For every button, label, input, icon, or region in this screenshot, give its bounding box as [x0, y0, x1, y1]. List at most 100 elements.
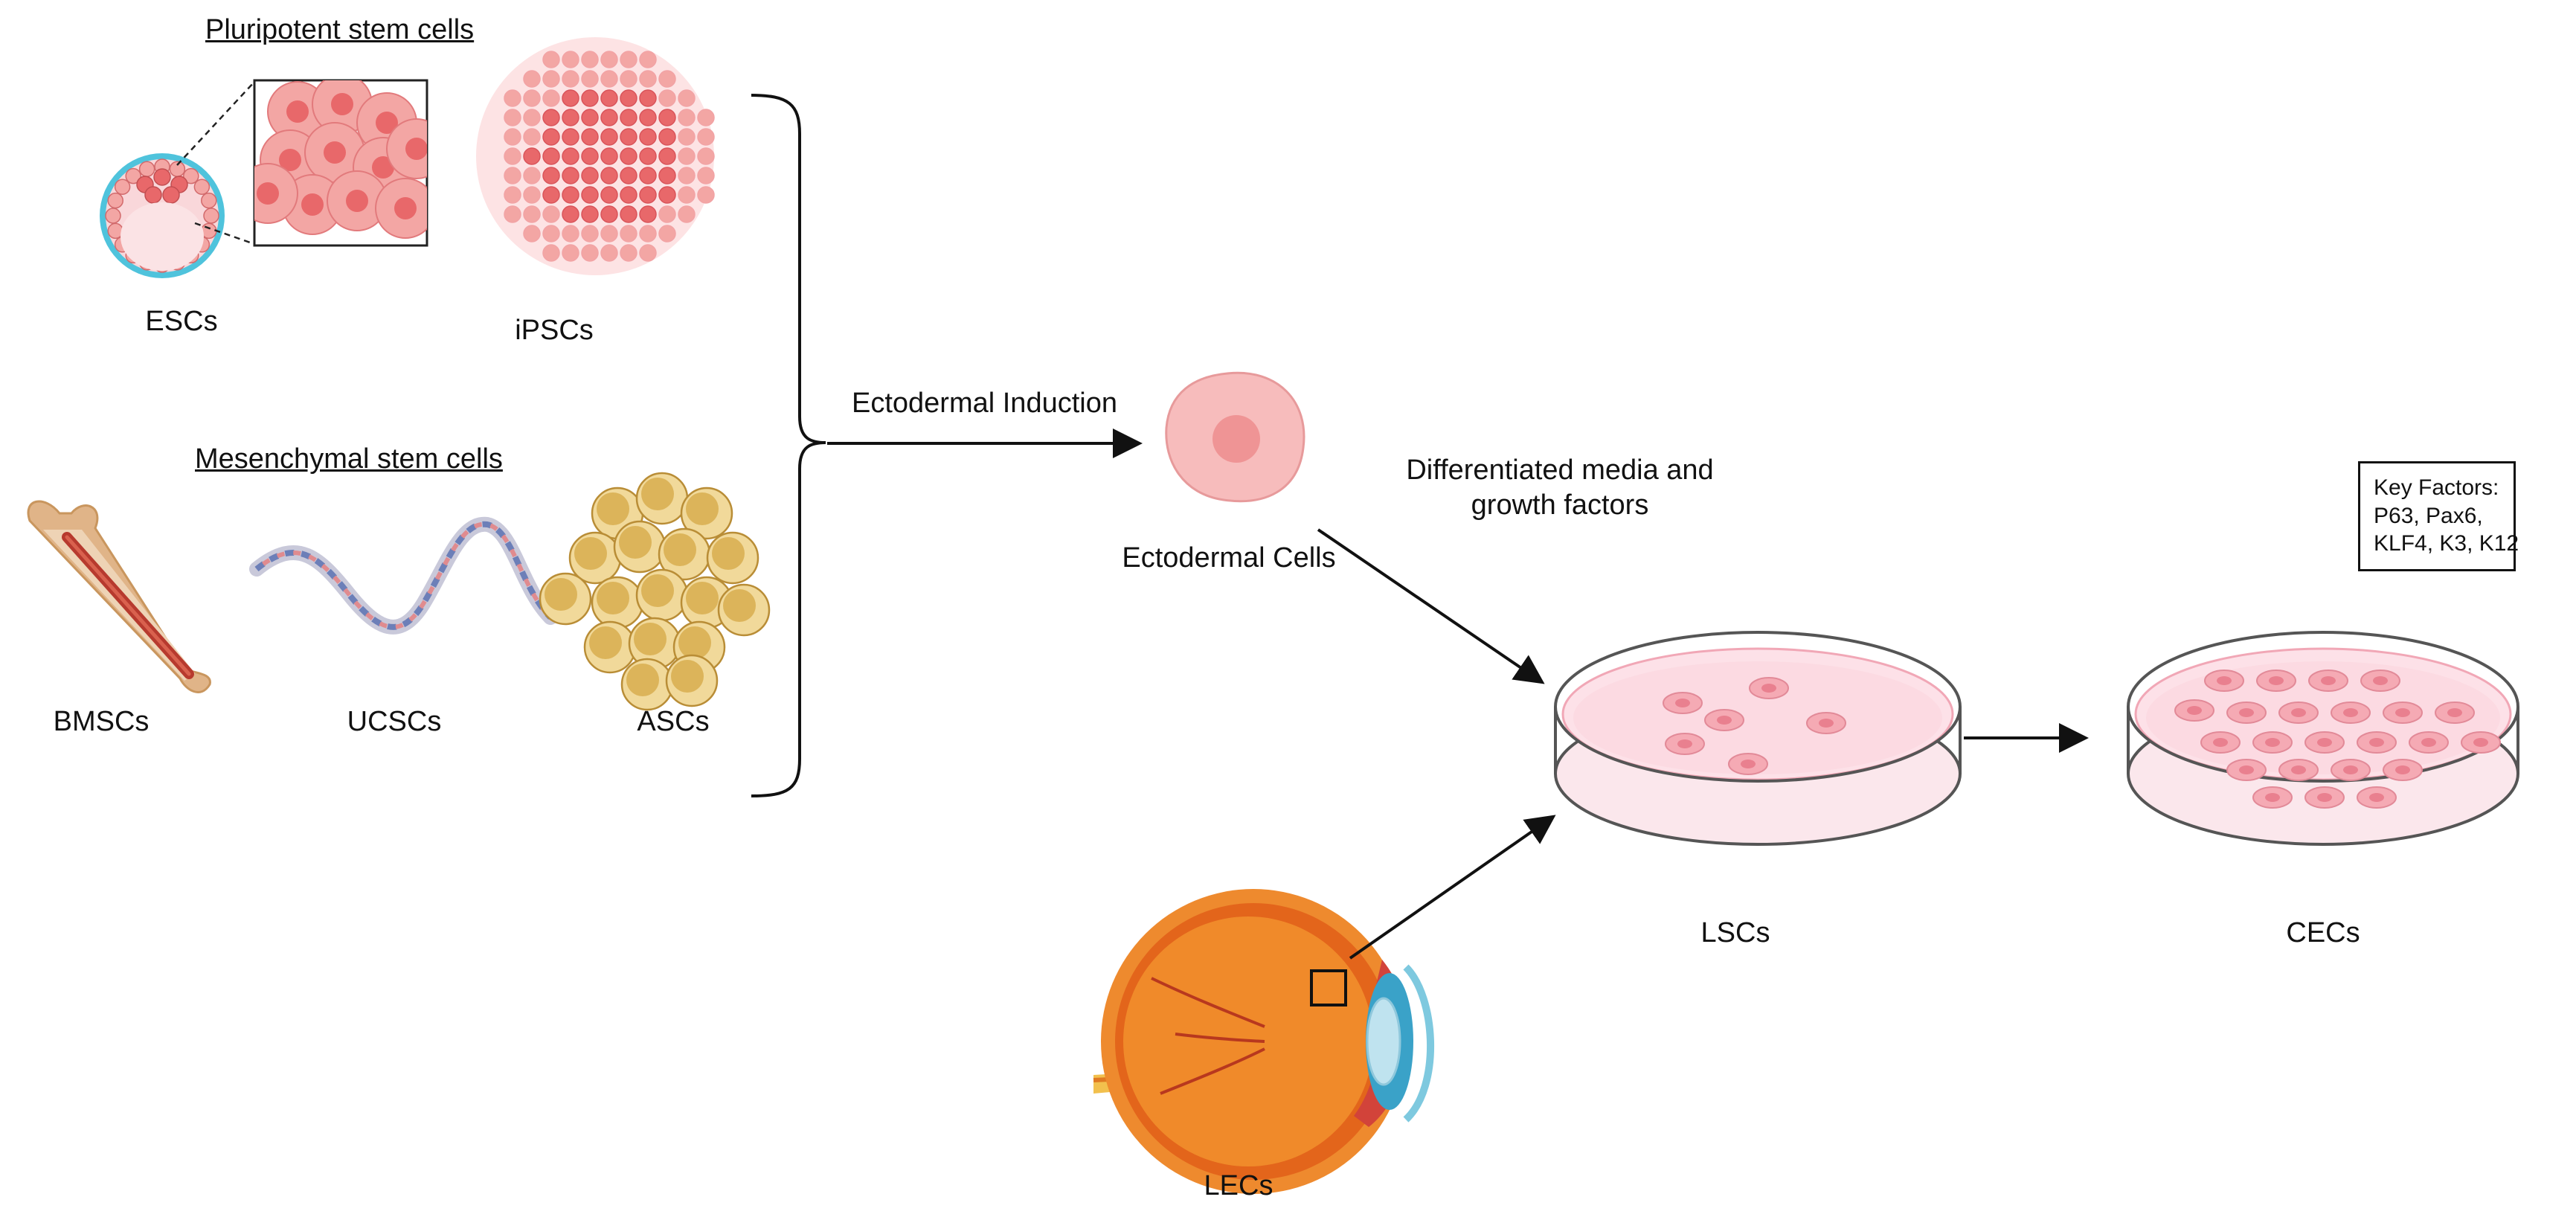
blastomere [201, 192, 217, 209]
ipsc-cell [600, 167, 618, 184]
ipsc-cell [620, 51, 637, 68]
ipsc-cell [639, 128, 657, 146]
ipsc-cell [504, 128, 521, 146]
blastomere [105, 208, 121, 224]
ipsc-cell [542, 51, 560, 68]
ipsc-cell [562, 244, 579, 262]
lsc-cell-nucleus [1677, 739, 1692, 748]
lsc-petri-dish-icon [1554, 631, 1962, 846]
ipsc-cell [562, 89, 579, 107]
ipsc-cell [523, 186, 541, 204]
lsc-cell-nucleus [1761, 684, 1776, 693]
ipsc-cell [562, 70, 579, 88]
ipsc-cell [658, 186, 676, 204]
ipsc-cell [620, 167, 637, 184]
zoom-cell-nucleus [257, 182, 279, 205]
ipsc-cell [600, 244, 618, 262]
ipsc-cell [639, 225, 657, 243]
media-label-line1: Differentiated media and [1406, 455, 1714, 486]
inner-cell-mass-cell [153, 168, 171, 186]
adipocyte-lipid [686, 492, 719, 525]
ipsc-cell [581, 205, 599, 223]
adipocyte-lipid [686, 582, 719, 614]
cec-cell-nucleus [2373, 676, 2388, 685]
cec-cell-nucleus [2395, 765, 2410, 774]
cec-cell-nucleus [2217, 676, 2232, 685]
ipsc-cell [542, 244, 560, 262]
ipsc-cell [620, 89, 637, 107]
zoom-callout [176, 79, 428, 247]
lec-arrow [1349, 815, 1556, 960]
ipsc-cell [658, 89, 676, 107]
adipocyte-lipid [619, 526, 652, 559]
bmscs-label: BMSCs [53, 706, 150, 737]
ipsc-cell [639, 147, 657, 165]
ipsc-cell [600, 109, 618, 126]
zoom-cell-nucleus [405, 138, 427, 160]
cec-cell-nucleus [2291, 708, 2306, 717]
cec-petri-dish-icon [2127, 631, 2519, 846]
ipsc-cell [581, 109, 599, 126]
blastomere [114, 179, 131, 195]
ipsc-cell [620, 244, 637, 262]
ipsc-cell [639, 70, 657, 88]
ipsc-cell [523, 109, 541, 126]
blastomere [125, 167, 141, 184]
ucscs-label: UCSCs [347, 706, 442, 737]
ipsc-cell [504, 109, 521, 126]
ipsc-cell [542, 147, 560, 165]
ipsc-cell [562, 167, 579, 184]
ipsc-cell [523, 70, 541, 88]
zoom-cell-nucleus [372, 156, 394, 179]
ipsc-cell [542, 225, 560, 243]
ectodermal-cells-label: Ectodermal Cells [1122, 542, 1336, 574]
cec-cell-nucleus [2187, 706, 2202, 715]
pluripotent-heading: Pluripotent stem cells [205, 14, 475, 45]
ipsc-colony-icon [476, 37, 715, 275]
ipsc-cell [581, 167, 599, 184]
ipsc-cell [542, 109, 560, 126]
ipsc-cell [523, 147, 541, 165]
lsc-cell-nucleus [1741, 760, 1756, 768]
ipsc-cell [697, 167, 715, 184]
adipocyte-lipid [589, 626, 622, 659]
grouping-brace [751, 94, 826, 797]
adipocyte-lipid [664, 533, 696, 566]
ipsc-cell [620, 70, 637, 88]
adipocyte-lipid [574, 537, 607, 570]
inner-cell-mass-cell [144, 186, 162, 204]
ipsc-cell [658, 128, 676, 146]
ipsc-cell [523, 205, 541, 223]
zoom-cell-nucleus [376, 112, 398, 134]
cec-cell-nucleus [2343, 765, 2358, 774]
zoom-cell-nucleus [279, 149, 301, 171]
ipsc-cell [523, 128, 541, 146]
ipsc-cell [562, 225, 579, 243]
ipsc-cell [658, 147, 676, 165]
ectodermal-cell-icon [1165, 371, 1305, 503]
lscs-label: LSCs [1700, 917, 1770, 948]
key-factors-box: Key Factors: P63, Pax6, KLF4, K3, K12 [2358, 461, 2519, 571]
ipsc-cell [600, 51, 618, 68]
cec-cell-nucleus [2421, 738, 2436, 747]
ipsc-cell [600, 225, 618, 243]
lsc-cell-nucleus [1819, 719, 1834, 728]
inner-cell-mass-cell [162, 186, 180, 204]
ipsc-cell [639, 244, 657, 262]
cec-cell-nucleus [2369, 738, 2384, 747]
zoom-cell-nucleus [346, 190, 368, 212]
mesenchymal-heading: Mesenchymal stem cells [195, 443, 503, 475]
cec-cell-nucleus [2447, 708, 2462, 717]
ipsc-cell [639, 167, 657, 184]
ipsc-cell [658, 225, 676, 243]
ipsc-cell [639, 89, 657, 107]
lecs-label: LECs [1204, 1170, 1273, 1201]
adipocyte-lipid [545, 578, 577, 611]
ipsc-cell [504, 147, 521, 165]
ipsc-cell [697, 147, 715, 165]
ipsc-cell [562, 128, 579, 146]
ipsc-cell [697, 128, 715, 146]
adipocyte-lipid [641, 574, 674, 607]
